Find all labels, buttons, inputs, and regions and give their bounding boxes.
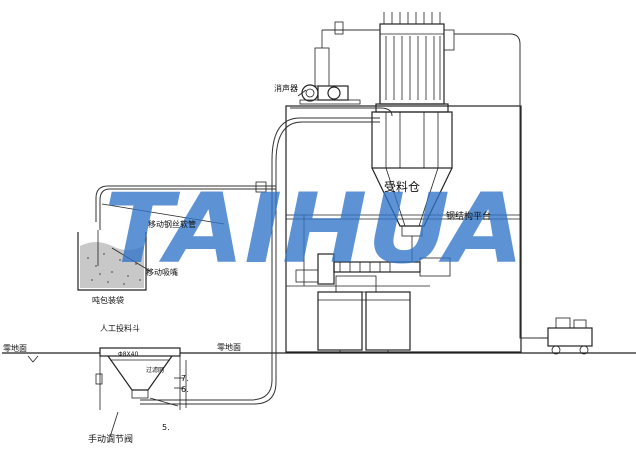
vent-pipe xyxy=(290,107,393,117)
roots-blower xyxy=(299,21,380,105)
valve-label: 手动调节阀 xyxy=(88,433,133,445)
hopper-label: 人工投料斗 xyxy=(100,323,140,333)
leader-valve xyxy=(109,411,119,438)
hose-label: 移动钢丝软管 xyxy=(148,219,196,229)
air-compressor xyxy=(540,317,593,355)
silo-label: 受料仓 xyxy=(384,180,420,194)
watermark-text: TAIHUA xyxy=(104,173,524,285)
hose-valve xyxy=(255,181,267,193)
flexible-hose-outer xyxy=(99,188,276,230)
screw-feeder xyxy=(295,253,451,285)
air-line xyxy=(454,33,548,339)
flexible-hose xyxy=(95,185,276,222)
ground-label-right: 零地面 xyxy=(217,342,241,352)
manual-hopper xyxy=(95,347,187,410)
leader-muffler xyxy=(297,89,307,97)
mixing-tanks xyxy=(317,275,411,353)
tag-7: 7. xyxy=(181,374,189,383)
dimension-label: Φ8X40 xyxy=(118,351,138,358)
conveying-pipe xyxy=(140,117,380,401)
conveying-pipe-outer xyxy=(140,121,380,405)
filter-label: 过滤网 xyxy=(146,366,164,374)
platform-label: 钢结构平台 xyxy=(446,210,491,222)
muffler-label: 消声器 xyxy=(274,83,298,93)
nozzle-label: 移动吸嘴 xyxy=(146,267,178,277)
leader-hose xyxy=(101,203,225,225)
ton-bag xyxy=(77,230,147,291)
building-frame xyxy=(285,105,522,353)
ground-line xyxy=(2,352,636,363)
ground-label-left: 零地面 xyxy=(3,343,27,353)
tag-5: 5. xyxy=(162,423,170,432)
tag-6: 6. xyxy=(181,385,189,394)
pulse-bag-filter xyxy=(379,12,455,105)
ton-bag-label: 吨包装袋 xyxy=(92,295,124,305)
leader-nozzle xyxy=(111,247,151,272)
